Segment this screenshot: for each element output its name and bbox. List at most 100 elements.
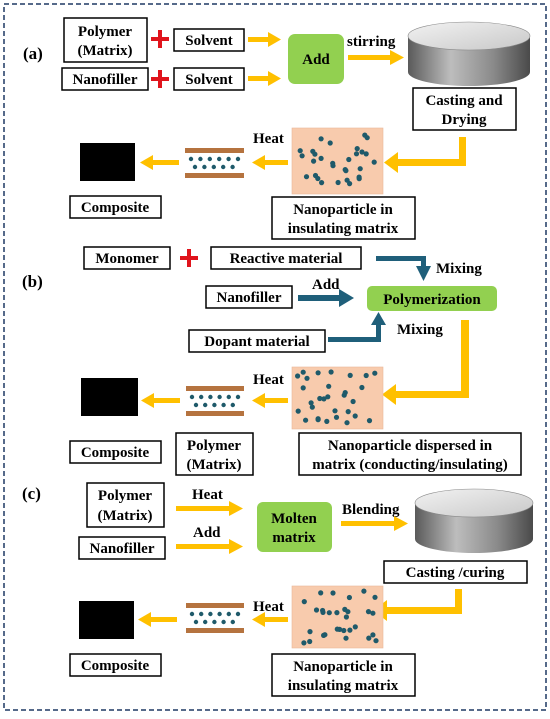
section-c-tag: (c) [22,484,41,503]
nanoparticle-dot [315,175,321,182]
nanoparticle-dot [297,148,303,154]
nanoparticle-dot [217,611,222,617]
arrow-right-icon [176,501,243,516]
nanoparticle-dot [226,394,231,400]
nanoparticle-dot [342,606,348,613]
nanoparticle-dot [230,164,235,170]
nanoparticle-dot [334,610,340,616]
nanoparticle-dot [373,638,379,644]
box-reactive [210,246,362,270]
plus-icon [151,70,169,88]
mixing-b2-label: Mixing [397,322,443,338]
box-solvent-a1 [173,28,245,52]
solvent-a2-label: Solvent [185,72,233,88]
nanofiller-c-label: Nanofiller [90,541,155,557]
nanoparticle-dot [203,619,208,625]
box-composite-a [69,195,162,219]
solvent-a1-label: Solvent [185,33,233,49]
film-bottom-layer [185,173,244,178]
nanoparticle-dot [192,164,198,170]
nanoparticle-dot [347,627,353,633]
box-dispersed-b [298,432,522,476]
elbow-arrow-icon [382,320,469,405]
nanoparticle-dot [343,168,349,174]
dispersed-b-line1: Nanoparticle dispersed in [328,438,493,454]
nanoparticle-dot [353,151,360,157]
nanoparticle-dot [318,136,324,142]
nanoparticle-dot [372,594,378,600]
molten-box [257,502,332,552]
nanoparticle-dot [307,629,313,635]
nanoparticle-dot [371,159,377,165]
film-top-layer [186,603,244,608]
nanoparticle-matrix-a [291,127,384,195]
nanoparticle-dot [211,164,216,170]
nanoparticle-dot [321,632,327,639]
nanoparticle-dot [326,610,332,616]
nanoparticle-dot [189,611,195,617]
nanoparticle-dot [301,640,307,646]
arrow-right-icon [248,71,281,86]
nano-c-line2: insulating matrix [288,678,399,694]
polymer-b-line1: Polymer [187,438,241,454]
nanoparticle-dot [330,590,336,596]
nanoparticle-dot [203,402,208,408]
nanoparticle-dot [352,624,358,630]
elbow-arrow-icon [328,312,386,342]
nanoparticle-dot [198,156,203,162]
box-nanofiller-c [78,536,166,560]
box-nano-a [271,196,416,240]
nanoparticle-dot [346,594,352,601]
arrow-left-icon [252,393,288,408]
nanoparticle-dot [207,156,212,162]
nanoparticle-dot [311,158,317,164]
nanoparticle-dot [308,400,314,406]
composite-b-label: Composite [81,445,150,461]
heat-c-top-label: Heat [192,487,223,503]
box-polymer-a [63,17,148,63]
nanoparticle-dot [366,635,372,641]
polymer-a-line1: Polymer [78,24,132,40]
box-composite-c [69,653,162,677]
arrow-left-icon [138,612,177,627]
nanofiller-b-label: Nanofiller [217,290,282,306]
nanoparticle-dot [370,610,376,616]
nanoparticle-dot [226,156,231,162]
nanoparticle-dot [344,420,350,426]
nanoparticle-dot [235,394,241,400]
nanoparticle-dot [309,404,315,410]
nanoparticle-dot [366,418,373,424]
nanoparticle-dot [208,394,213,400]
arrow-right-icon [298,289,354,307]
polymer-b-line2: (Matrix) [187,457,242,473]
nanoparticle-dot [364,135,370,141]
film-icon [186,386,244,416]
add-box [288,34,344,84]
film-top-layer [185,148,244,153]
arrow-right-icon [348,50,404,65]
nanoparticle-dot [221,619,226,625]
nanoparticle-dot [335,179,341,186]
nano-a-line2: insulating matrix [288,221,399,237]
composite-a-label: Composite [81,200,150,216]
box-nano-c [271,653,416,697]
nanoparticle-dot [307,638,313,645]
nanoparticle-dot [235,611,241,617]
mixing-b1-label: Mixing [436,261,482,277]
arrow-left-icon [252,155,288,170]
nanoparticle-dot [354,146,360,152]
elbow-arrow-icon [373,589,462,621]
nanoparticle-dot [346,156,352,163]
blending-label: Blending [342,502,400,518]
nanoparticle-dot [221,164,226,170]
molten-line1: Molten [271,511,317,527]
add-c-label: Add [193,525,221,541]
polymer-c-line2: (Matrix) [98,508,153,524]
casting-dish-icon [414,488,534,553]
nanoparticle-dot [324,418,330,424]
casting-a-line2: Drying [442,112,488,128]
add-label: Add [302,52,330,68]
film-core [185,153,244,173]
nanoparticle-dot [304,375,310,381]
